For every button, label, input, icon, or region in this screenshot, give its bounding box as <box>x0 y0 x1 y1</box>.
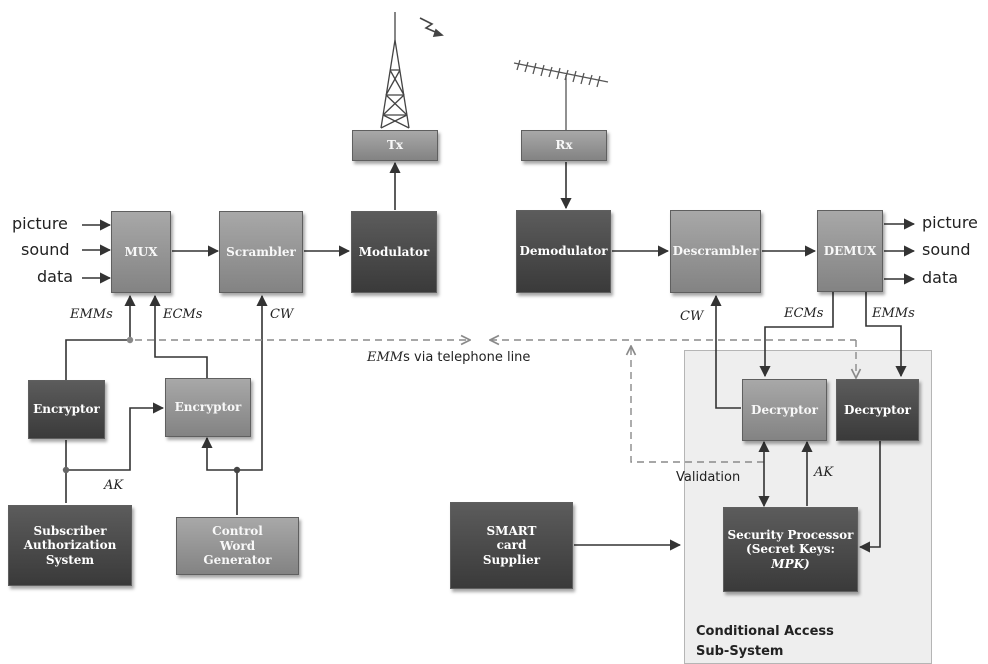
decryptor-emm-block: Decryptor <box>836 379 919 441</box>
encryptor-ecm-block: Encryptor <box>165 378 251 437</box>
subscriber-authorization-system-block: Subscriber Authorization System <box>8 505 132 586</box>
input-sound-label: sound <box>21 240 70 259</box>
cw-tx-label: CW <box>270 307 294 322</box>
conditional-access-subsystem-title: Conditional Access Sub-System <box>696 622 834 662</box>
emms-rx-label: EMMs <box>872 306 915 321</box>
output-data-label: data <box>922 268 959 287</box>
emms-tx-label: EMMs <box>70 307 113 322</box>
receiving-antenna-icon <box>513 59 609 133</box>
rx-block: Rx <box>521 130 607 161</box>
radio-wave-icon <box>419 17 444 37</box>
security-processor-block: Security Processor (Secret Keys: MPK) <box>723 507 858 592</box>
emms-telephone-line-label-text: s via telephone line <box>403 350 531 365</box>
demux-block: DEMUX <box>817 210 883 292</box>
demodulator-block: Demodulator <box>516 210 611 293</box>
modulator-block: Modulator <box>351 211 437 293</box>
tx-block: Tx <box>352 130 438 161</box>
transmitter-tower-icon <box>380 12 410 129</box>
input-picture-label: picture <box>12 214 68 233</box>
mux-block: MUX <box>111 211 171 293</box>
validation-label: Validation <box>676 470 741 485</box>
descrambler-block: Descrambler <box>670 210 761 293</box>
cw-rx-label: CW <box>680 309 704 324</box>
security-processor-title: Security Processor <box>727 527 854 542</box>
ak-rx-label: AK <box>814 465 834 480</box>
ecms-tx-label: ECMs <box>163 307 203 322</box>
ak-tx-label: AK <box>104 478 124 493</box>
emms-telephone-line-label-emm: EMM <box>367 350 404 365</box>
encryptor-emm-block: Encryptor <box>28 380 105 439</box>
output-picture-label: picture <box>922 213 978 232</box>
scrambler-block: Scrambler <box>219 211 303 293</box>
security-processor-key: MPK) <box>771 556 810 571</box>
input-data-label: data <box>37 267 74 286</box>
decryptor-ecm-block: Decryptor <box>742 379 827 441</box>
emms-telephone-line-label: EMMs via telephone line <box>367 350 530 365</box>
security-processor-subtitle: (Secret Keys: <box>746 542 835 557</box>
cas-title-line2: Sub-System <box>696 644 784 660</box>
control-word-generator-block: Control Word Generator <box>176 517 299 575</box>
smart-card-supplier-block: SMART card Supplier <box>450 502 573 589</box>
ecms-rx-label: ECMs <box>784 306 824 321</box>
output-sound-label: sound <box>922 240 971 259</box>
cas-title-line1: Conditional Access <box>696 624 834 639</box>
